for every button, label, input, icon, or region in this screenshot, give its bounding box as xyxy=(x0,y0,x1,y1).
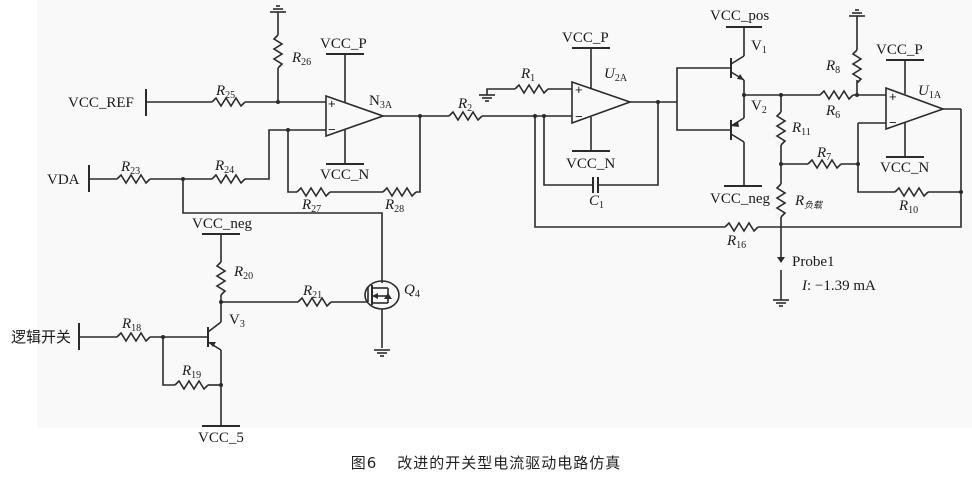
vcc-neg-left-label: VCC_neg xyxy=(192,216,253,232)
ground-icon xyxy=(269,5,287,13)
vcc-p-u1a-label: VCC_P xyxy=(876,42,923,58)
resistor-r26 xyxy=(273,34,283,69)
logic-switch-label: 逻辑开关 xyxy=(11,328,71,346)
r19-label: R19 xyxy=(181,363,201,381)
svg-text:+: + xyxy=(889,89,897,104)
svg-text:−: − xyxy=(889,115,897,130)
resistor-r8 xyxy=(852,49,862,84)
r8-label: R8 xyxy=(825,58,840,76)
vcc-p-u2a-label: VCC_P xyxy=(562,30,609,46)
u1a-label: U1A xyxy=(918,83,942,101)
probe-reading: I: −1.39 mA xyxy=(801,278,876,294)
vcc-ref-label: VCC_REF xyxy=(68,95,134,111)
resistor-r7 xyxy=(807,159,842,169)
ground-icon xyxy=(478,94,496,102)
r10-label: R10 xyxy=(898,198,918,216)
ground-icon xyxy=(772,299,790,307)
svg-text:−: − xyxy=(328,122,336,137)
vcc-5-label: VCC_5 xyxy=(198,430,244,446)
capacitor-c1 xyxy=(592,177,599,193)
r18-label: R18 xyxy=(121,316,141,334)
resistor-r19 xyxy=(174,380,209,390)
transistor-v3 xyxy=(207,321,222,426)
figure-caption: 图6 改进的开关型电流驱动电路仿真 xyxy=(0,452,972,473)
vcc-n-u1a-label: VCC_N xyxy=(880,160,929,176)
transistor-v2 xyxy=(724,117,762,187)
svg-text:+: + xyxy=(575,82,583,97)
mosfet-q4 xyxy=(364,280,400,348)
r23-label: R23 xyxy=(120,159,140,177)
v3-label: V3 xyxy=(229,312,245,330)
resistor-r11 xyxy=(776,111,786,146)
vda-label: VDA xyxy=(47,172,80,188)
opamp-u2a: + − xyxy=(571,47,633,152)
rload-label: R负载 xyxy=(794,193,823,211)
vcc-n-u2a-label: VCC_N xyxy=(566,156,615,172)
r20-label: R20 xyxy=(233,264,253,282)
u2a-label: U2A xyxy=(604,66,628,84)
r1-label: R1 xyxy=(520,66,535,84)
schematic-background xyxy=(37,0,972,428)
resistor-r24 xyxy=(211,174,246,184)
ground-icon xyxy=(373,349,391,357)
opamp-n3a: + − xyxy=(325,53,386,165)
r2-label: R2 xyxy=(457,96,472,114)
r21-label: R21 xyxy=(302,283,322,301)
vcc-neg-top-label: VCC_neg xyxy=(710,191,771,207)
vcc-ref-terminal xyxy=(145,89,212,116)
resistor-rload xyxy=(776,183,786,218)
v1-label: V1 xyxy=(751,38,767,56)
v2-label: V2 xyxy=(751,98,767,116)
r6-label: R6 xyxy=(825,103,840,121)
resistor-r6 xyxy=(819,90,854,100)
resistor-r10 xyxy=(894,187,929,197)
svg-text:−: − xyxy=(575,109,583,124)
probe-arrow-icon xyxy=(777,257,785,263)
vcc-pos-label: VCC_pos xyxy=(710,8,769,24)
c1-label: C1 xyxy=(589,193,604,211)
ground-icon xyxy=(848,9,866,17)
r26-label: R26 xyxy=(291,50,311,68)
n3a-label: N3A xyxy=(369,93,393,111)
resistor-r28 xyxy=(382,187,417,197)
r27-label: R27 xyxy=(301,197,321,215)
opamp-u1a: + − xyxy=(885,59,946,158)
r24-label: R24 xyxy=(214,158,234,176)
resistor-r20 xyxy=(216,261,226,296)
figure-number: 图6 xyxy=(350,454,378,472)
logic-switch-terminal xyxy=(78,323,117,350)
resistor-r1 xyxy=(514,84,549,94)
vcc-n-n3a-label: VCC_N xyxy=(320,167,369,183)
figure-title: 改进的开关型电流驱动电路仿真 xyxy=(397,454,622,472)
r28-label: R28 xyxy=(384,197,404,215)
resistor-r18 xyxy=(116,332,151,342)
q4-label: Q4 xyxy=(404,282,420,300)
vda-terminal xyxy=(88,165,117,192)
r16-label: R16 xyxy=(726,233,746,251)
svg-text:+: + xyxy=(328,96,336,111)
transistor-v1 xyxy=(726,26,762,81)
resistor-r2 xyxy=(448,111,483,121)
resistor-r16 xyxy=(724,222,759,232)
resistor-r27 xyxy=(296,187,331,197)
r7-label: R7 xyxy=(816,145,831,163)
probe-name: Probe1 xyxy=(792,254,835,270)
r25-label: R25 xyxy=(215,83,235,101)
r11-label: R11 xyxy=(791,120,811,138)
vcc-p-n3a-label: VCC_P xyxy=(320,36,367,52)
